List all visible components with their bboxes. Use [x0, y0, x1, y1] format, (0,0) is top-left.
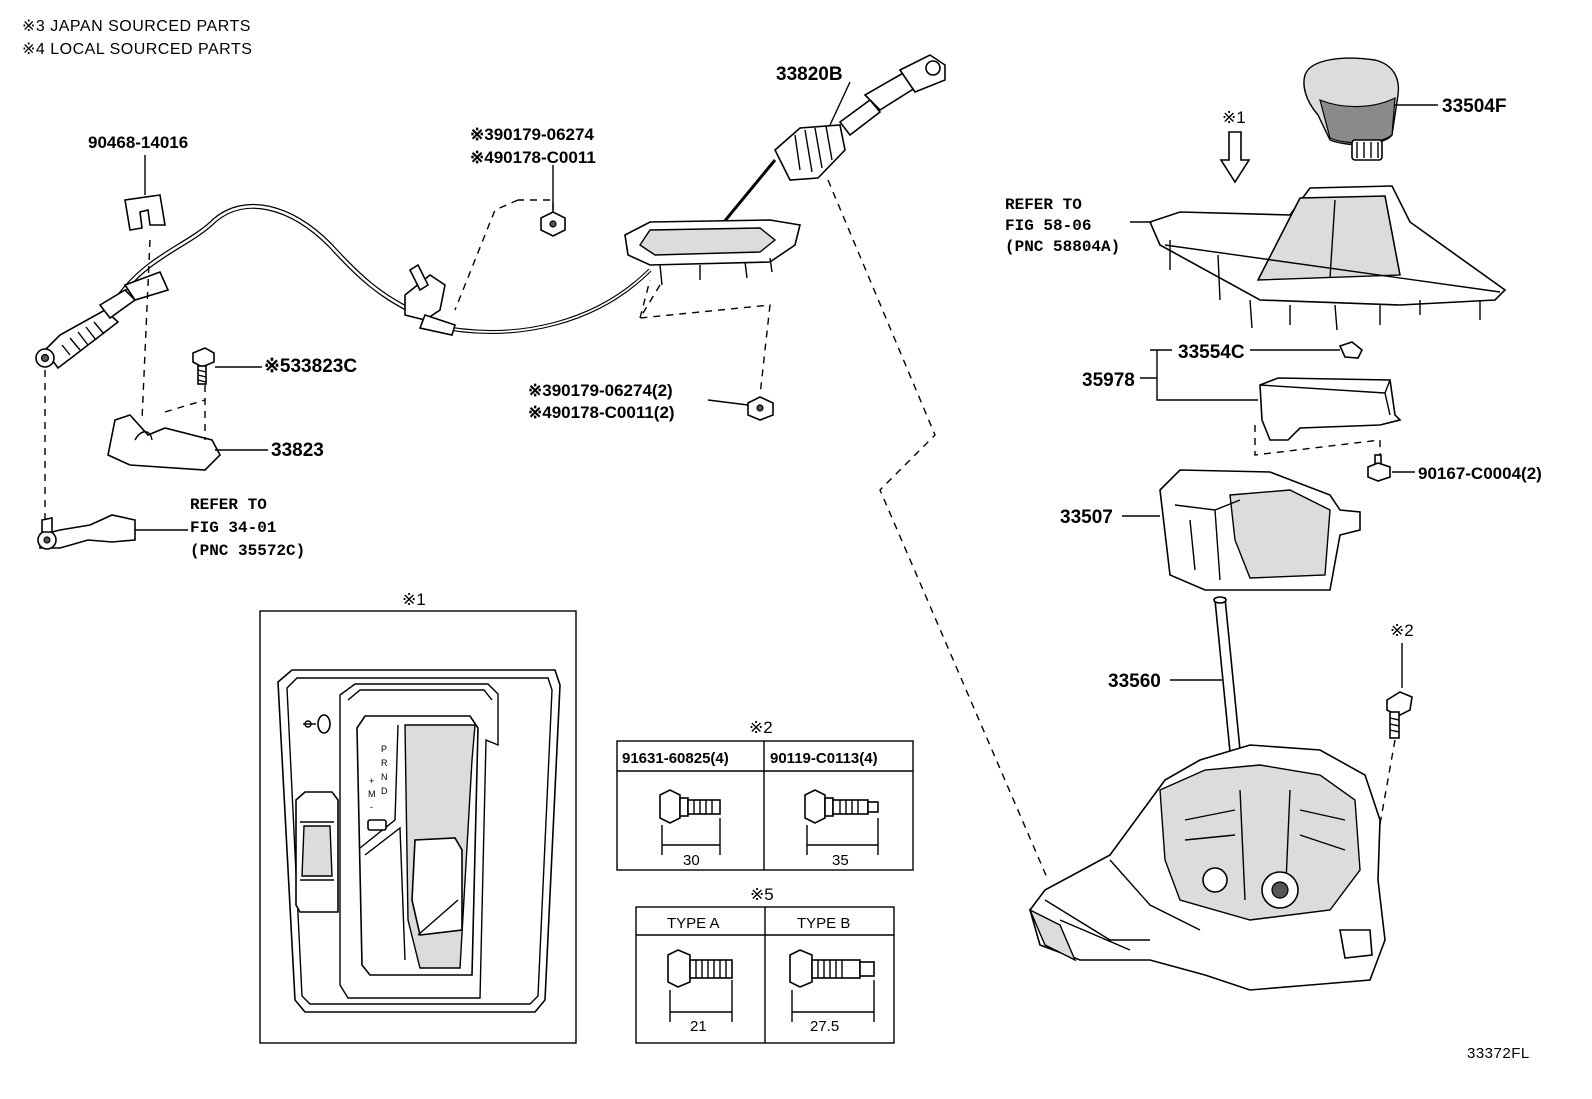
label-35978: 35978	[1082, 370, 1135, 391]
manual-minus: -	[370, 802, 373, 812]
cable-bracket-plate	[624, 219, 801, 286]
lock-knob-icon	[317, 714, 331, 734]
label-90179-pair: ※390179-06274(2)	[528, 381, 673, 400]
shift-lever-33560	[1213, 596, 1243, 773]
console-panel: P R N D + M -	[277, 669, 561, 1013]
shift-bezel-cover	[1148, 185, 1507, 331]
note-japan-sourced: ※3 JAPAN SOURCED PARTS	[22, 18, 251, 35]
note-local-sourced: ※4 LOCAL SOURCED PARTS	[22, 41, 252, 58]
gear-letter-d: D	[381, 786, 388, 796]
table-2-length-b: 35	[832, 852, 849, 869]
screw-90167	[1367, 454, 1391, 482]
label-90178-top: ※490178-C0011	[470, 148, 596, 167]
bolt-90119-icon	[804, 789, 879, 824]
bolt-91631-icon	[659, 789, 721, 824]
indicator-35978	[1259, 377, 1402, 441]
shift-knob-33504f	[1303, 57, 1400, 161]
table-2-part-a: 91631-60825(4)	[622, 750, 729, 767]
bracket-33823	[107, 414, 221, 471]
bolt-type-b-icon	[789, 949, 875, 988]
diagram-code: 33372FL	[1467, 1045, 1530, 1062]
gear-letter-p: P	[381, 744, 387, 754]
gear-letter-n: N	[381, 772, 388, 782]
bolt-33823c	[192, 347, 215, 385]
table-5-length-b: 27.5	[810, 1018, 839, 1035]
housing-33507	[1159, 469, 1361, 591]
nut-pair	[747, 396, 774, 421]
clip-90468	[124, 194, 166, 231]
label-90468-14016: 90468-14016	[88, 133, 188, 152]
shift-base-assembly	[1028, 744, 1386, 991]
link-35572c	[37, 514, 136, 550]
label-33504f: 33504F	[1442, 96, 1506, 117]
manual-m: M	[368, 789, 376, 799]
table-5-type-a: TYPE A	[667, 915, 720, 932]
shift-cable	[35, 54, 946, 370]
clip-33554c	[1338, 341, 1364, 359]
label-33823c: ※533823C	[264, 356, 357, 377]
ref-fig-34-01-line1: REFER TO	[190, 496, 267, 514]
mark-1-arrow: ※1	[1222, 108, 1246, 127]
inset-1-mark: ※1	[402, 590, 426, 609]
table-5-mark: ※5	[750, 885, 774, 904]
table-5-length-a: 21	[690, 1018, 707, 1035]
label-33820b: 33820B	[776, 64, 843, 85]
ref-fig-58-06-line1: REFER TO	[1005, 196, 1082, 214]
manual-plus: +	[369, 776, 374, 786]
inset-1-frame	[259, 610, 577, 1044]
table-5-type-b: TYPE B	[797, 915, 850, 932]
label-90167-c0004: 90167-C0004(2)	[1418, 464, 1542, 483]
nut-top	[540, 211, 566, 237]
label-33560: 33560	[1108, 671, 1161, 692]
label-33507: 33507	[1060, 507, 1113, 528]
ref-fig-58-06-line2: FIG 58-06	[1005, 217, 1091, 235]
label-90178-pair: ※490178-C0011(2)	[528, 403, 675, 422]
label-90179-top: ※390179-06274	[470, 125, 594, 144]
bolt-type-a-icon	[667, 949, 733, 988]
ref-fig-34-01-line3: (PNC 35572C)	[190, 542, 305, 560]
table-2-length-a: 30	[683, 852, 700, 869]
ref-fig-58-06-line3: (PNC 58804A)	[1005, 238, 1120, 256]
ref-fig-34-01-line2: FIG 34-01	[190, 519, 276, 537]
bolt-mark-2	[1386, 691, 1413, 739]
label-33823: 33823	[271, 440, 324, 461]
table-2-mark: ※2	[749, 718, 773, 737]
mark-2-bolt: ※2	[1390, 621, 1414, 640]
label-33554c: 33554C	[1178, 342, 1245, 363]
gear-letter-r: R	[381, 758, 388, 768]
table-2-part-b: 90119-C0113(4)	[770, 750, 878, 767]
